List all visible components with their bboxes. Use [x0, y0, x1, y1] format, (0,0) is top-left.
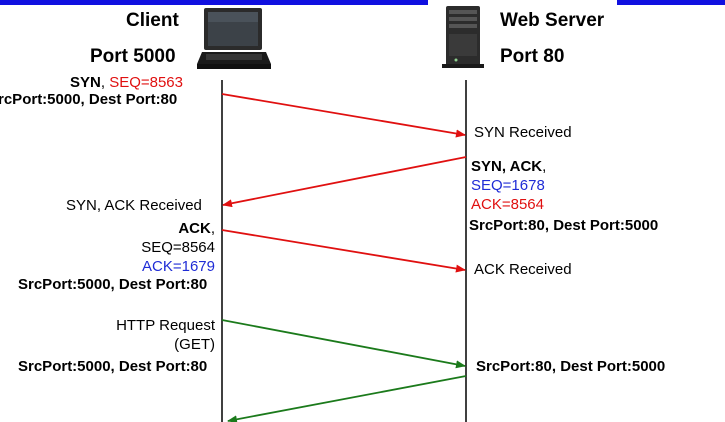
syn-arrow	[221, 93, 466, 138]
http-server-ports: SrcPort:80, Dest Port:5000	[476, 358, 666, 375]
synack-label: SYN, ACK,	[471, 158, 547, 175]
syn-label: SYN, SEQ=8563	[70, 74, 183, 91]
client-port: Port 5000	[90, 46, 176, 67]
syn-seq: SEQ=8563	[109, 74, 183, 91]
http-request-label: HTTP Request	[116, 317, 215, 334]
server-title: Web Server	[500, 10, 605, 31]
ack-seq: SEQ=8564	[141, 239, 215, 256]
syn-ports: SrcPort:5000, Dest Port:80	[0, 91, 178, 108]
ack-received-label: ACK Received	[474, 261, 572, 278]
top-accent-bar-right	[617, 0, 725, 5]
server-port: Port 80	[500, 46, 565, 67]
top-accent-bar-left	[0, 0, 428, 5]
http-client-ports: SrcPort:5000, Dest Port:80	[18, 358, 208, 375]
synack-ports: SrcPort:80, Dest Port:5000	[469, 217, 659, 234]
synack-arrow	[222, 156, 467, 208]
http-method-label: (GET)	[174, 336, 215, 353]
syn-received-label: SYN Received	[474, 124, 572, 141]
http-response-arrow	[227, 375, 467, 422]
ack-ack: ACK=1679	[142, 258, 215, 275]
laptop-icon	[197, 8, 271, 69]
synack-received-label: SYN, ACK Received	[66, 197, 202, 214]
http-request-arrow	[221, 319, 466, 369]
synack-ack: ACK=8564	[471, 196, 544, 213]
client-title: Client	[126, 10, 179, 31]
synack-seq: SEQ=1678	[471, 177, 545, 194]
ack-arrow	[221, 229, 466, 273]
ack-label: ACK,	[178, 220, 215, 237]
ack-ports: SrcPort:5000, Dest Port:80	[18, 276, 208, 293]
server-tower-icon	[442, 6, 484, 68]
